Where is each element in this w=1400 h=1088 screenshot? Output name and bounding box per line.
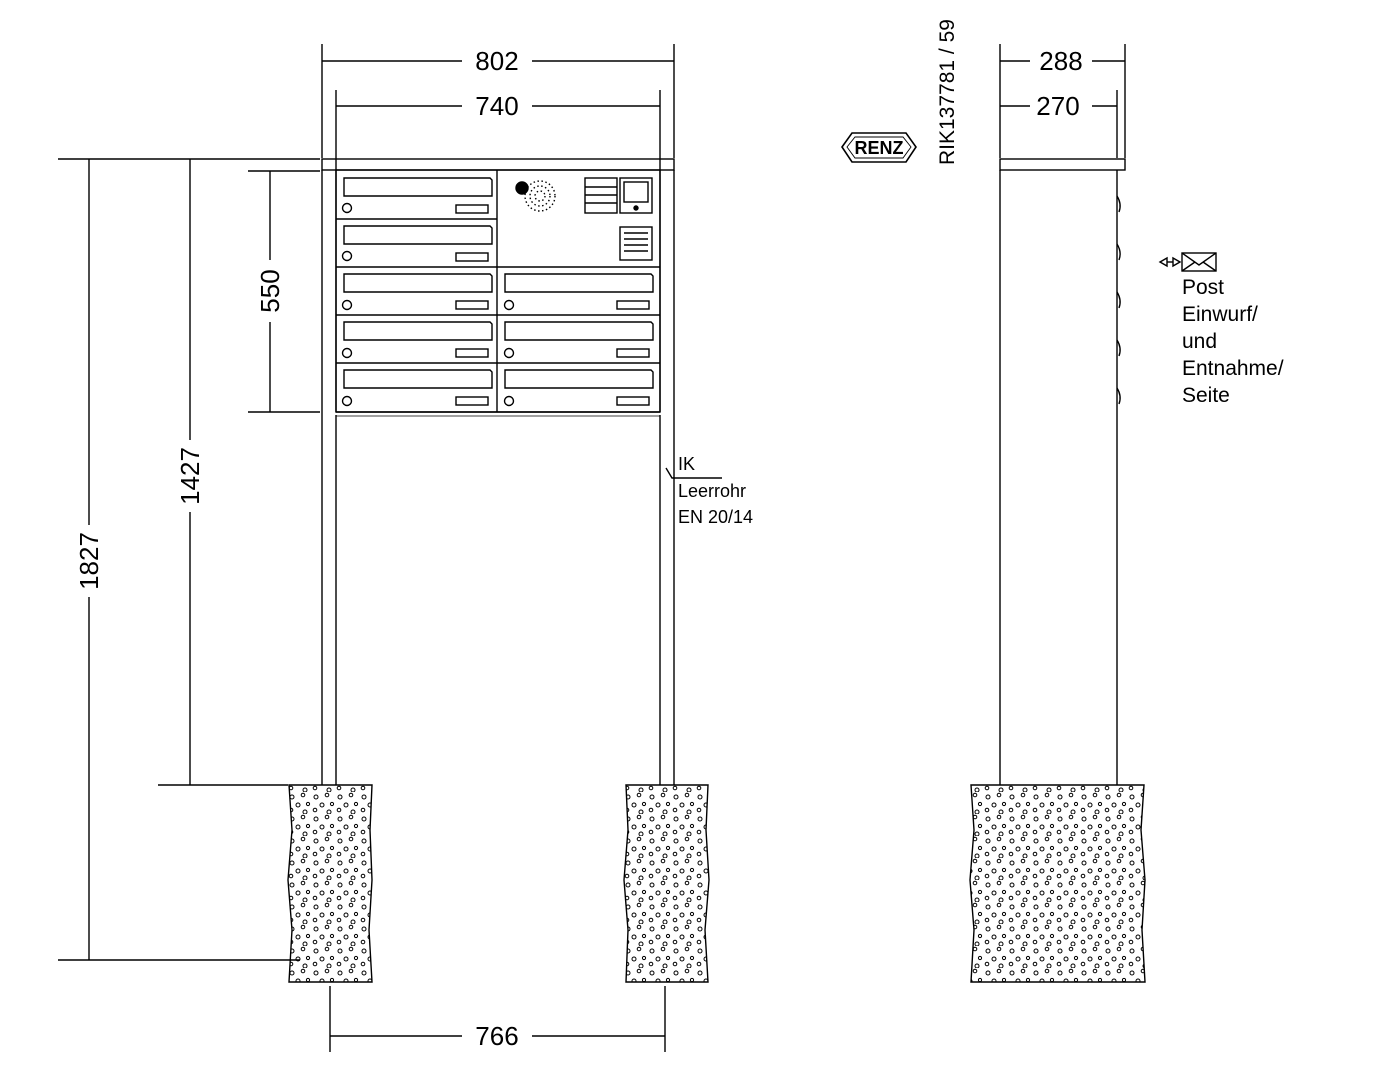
- foundation-left: [287, 784, 373, 983]
- mailbox-left-1: [341, 177, 493, 214]
- dimension-802: [321, 44, 675, 158]
- side-canopy: [999, 158, 1126, 171]
- dimension-288: [999, 44, 1126, 158]
- label-1427: 1427: [175, 447, 205, 505]
- mail-note-line3: und: [1182, 330, 1217, 353]
- mail-note-line5: Seite: [1182, 384, 1230, 407]
- intercom-panel: [515, 177, 653, 261]
- label-740: 740: [475, 91, 518, 121]
- dimension-550: [248, 170, 320, 413]
- label-1827: 1827: [74, 532, 104, 590]
- lock-icon: [341, 202, 353, 214]
- conduit-note-line3: EN 20/14: [678, 507, 753, 527]
- mail-note-line1: Post: [1182, 276, 1224, 299]
- renz-logo: [841, 132, 917, 163]
- envelope-icon: [1181, 252, 1217, 272]
- dimension-766: [329, 986, 666, 1052]
- mailbox-left-4: [341, 321, 493, 359]
- double-arrow-icon: [1158, 256, 1182, 268]
- keypad-icon: [619, 226, 653, 261]
- logo-text: RENZ: [855, 138, 904, 158]
- mailbox-left-2: [341, 225, 493, 262]
- name-tags: [584, 177, 618, 214]
- mailbox-block: [335, 169, 661, 417]
- label-550: 550: [255, 269, 285, 312]
- mailbox-right-1: [503, 273, 654, 311]
- conduit-note-line1: IK: [678, 454, 695, 474]
- dimension-1827: [58, 158, 300, 961]
- label-270: 270: [1036, 91, 1079, 121]
- foundation-right: [623, 784, 710, 983]
- speaker-grille-icon: [515, 180, 556, 212]
- mail-note-line4: Entnahme/: [1182, 357, 1284, 380]
- foundation-side: [969, 784, 1146, 983]
- front-posts: [321, 170, 675, 785]
- label-802: 802: [475, 46, 518, 76]
- camera-icon: [619, 177, 653, 214]
- canopy: [321, 158, 675, 171]
- dimension-1427: [158, 158, 320, 786]
- conduit-note-line2: Leerrohr: [678, 481, 746, 501]
- article-number: RIK137781 / 59: [936, 19, 959, 165]
- side-mail-flaps: [1116, 195, 1121, 405]
- dimension-270: [1000, 90, 1118, 158]
- mailbox-left-5: [341, 369, 493, 407]
- label-288: 288: [1039, 46, 1082, 76]
- mail-note-line2: Einwurf/: [1182, 303, 1258, 326]
- label-766: 766: [475, 1021, 518, 1051]
- mailbox-left-3: [341, 273, 493, 311]
- side-post: [999, 170, 1118, 785]
- mailbox-right-2: [503, 321, 654, 359]
- mailbox-right-3: [503, 369, 654, 407]
- conduit-leader: [665, 467, 722, 479]
- dimension-740: [335, 90, 661, 170]
